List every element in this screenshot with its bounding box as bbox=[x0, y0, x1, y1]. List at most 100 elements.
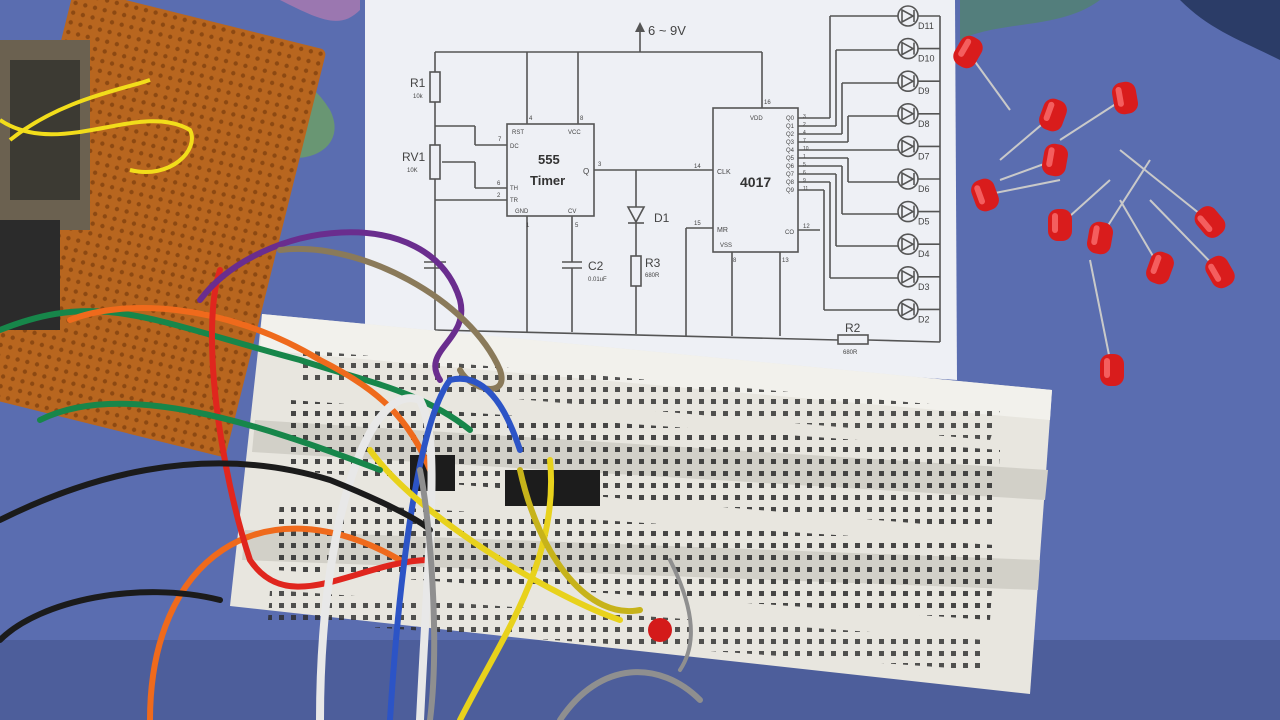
pin-rst: RST bbox=[512, 130, 524, 136]
jumper-wires bbox=[0, 229, 703, 720]
red-led bbox=[1086, 221, 1114, 255]
counter-output-q0: Q0 bbox=[786, 116, 795, 122]
pin-gnd: GND bbox=[515, 209, 529, 215]
led-symbol-arrow bbox=[901, 139, 915, 154]
red-led bbox=[1205, 255, 1235, 289]
led-leg bbox=[1149, 199, 1221, 273]
counter-output-pin: 1 bbox=[803, 154, 806, 160]
led-symbol-arrow bbox=[901, 8, 915, 24]
pin-num-vdd: 16 bbox=[764, 100, 771, 106]
rv1-value: 10K bbox=[407, 168, 418, 174]
pin-num-vcc: 8 bbox=[580, 116, 584, 122]
counter-output-pin: 5 bbox=[803, 162, 806, 168]
pin-th: TH bbox=[510, 186, 518, 192]
r3-value: 680R bbox=[645, 273, 660, 279]
counter-output-q1: Q1 bbox=[786, 124, 795, 130]
pin-num-co: 13 bbox=[782, 258, 789, 264]
counter-title: 4017 bbox=[740, 174, 771, 190]
led-label-d9: D9 bbox=[918, 86, 930, 96]
led-label-d8: D8 bbox=[918, 119, 930, 129]
led-symbol-arrow bbox=[901, 73, 915, 89]
supply-label: 6 ~ 9V bbox=[648, 23, 686, 38]
counter-output-pin: 7 bbox=[803, 138, 806, 144]
pin-num-gnd: 1 bbox=[526, 223, 530, 229]
counter-output-pin: 10 bbox=[803, 146, 809, 152]
counter-output-q7: Q7 bbox=[786, 172, 795, 178]
pin-vss: VSS bbox=[720, 243, 732, 249]
counter-output-pin: 6 bbox=[803, 170, 806, 176]
counter-output-pin: 11 bbox=[803, 186, 808, 192]
red-led bbox=[971, 178, 999, 212]
led-label-d3: D3 bbox=[918, 282, 930, 292]
r1-label: R1 bbox=[410, 76, 426, 90]
timer-title-555: 555 bbox=[538, 152, 560, 167]
led-symbol-arrow bbox=[901, 106, 915, 122]
pin-num-cv: 5 bbox=[575, 223, 579, 229]
schematic-sheet: 6 ~ 9V R1 10k RV1 10K 555 Timer RST VCC … bbox=[365, 0, 957, 380]
counter-output-pin: 4 bbox=[803, 130, 806, 136]
r2-label: R2 bbox=[845, 321, 861, 335]
timer-title-timer: Timer bbox=[530, 173, 565, 188]
c2-value: 0.01uF bbox=[588, 277, 607, 283]
led-label-d5: D5 bbox=[918, 217, 930, 227]
led-symbol-arrow bbox=[901, 171, 915, 187]
led-symbol-arrow bbox=[901, 236, 915, 252]
led-symbol-arrow bbox=[901, 41, 915, 56]
breadboard-led bbox=[648, 618, 672, 642]
counter-output-q3: Q3 bbox=[786, 140, 795, 146]
counter-output-q9: Q9 bbox=[786, 188, 795, 194]
led-label-d2: D2 bbox=[918, 314, 930, 324]
pin-co: CO bbox=[785, 230, 794, 236]
red-led bbox=[1111, 81, 1139, 115]
r2-value: 680R bbox=[843, 350, 858, 356]
led-label-d11: D11 bbox=[918, 21, 934, 31]
counter-output-pin: 2 bbox=[803, 122, 806, 128]
pin-tr: TR bbox=[510, 198, 519, 204]
led-label-d7: D7 bbox=[918, 151, 930, 161]
led-leg bbox=[1089, 259, 1113, 371]
red-led bbox=[1039, 98, 1067, 132]
pin-num-rst: 4 bbox=[529, 116, 533, 122]
counter-output-q4: Q4 bbox=[786, 148, 795, 154]
led-leg bbox=[1119, 149, 1211, 223]
led-symbol-arrow bbox=[901, 302, 915, 317]
table-shadow bbox=[0, 640, 1280, 720]
red-led bbox=[1146, 251, 1174, 285]
counter-output-q8: Q8 bbox=[786, 180, 795, 186]
r1-value: 10k bbox=[413, 94, 424, 100]
pin-vdd: VDD bbox=[750, 116, 763, 122]
counter-output-pin: 9 bbox=[803, 178, 806, 184]
led-label-d10: D10 bbox=[918, 54, 935, 64]
pin-clk: CLK bbox=[717, 169, 731, 176]
pin-num-co-out: 12 bbox=[803, 224, 810, 230]
pin-num-th: 6 bbox=[497, 181, 501, 187]
counter-output-q5: Q5 bbox=[786, 156, 795, 162]
r3-label: R3 bbox=[645, 256, 661, 270]
pin-vcc: VCC bbox=[568, 130, 581, 136]
pin-num-clk: 14 bbox=[694, 164, 701, 170]
pin-num-vss: 8 bbox=[733, 258, 737, 264]
counter-output-q6: Q6 bbox=[786, 164, 795, 170]
pin-mr: MR bbox=[717, 227, 728, 234]
red-led bbox=[1100, 354, 1124, 386]
tablecloth-pattern bbox=[280, 0, 360, 21]
rv1-label: RV1 bbox=[402, 150, 425, 164]
led-label-d4: D4 bbox=[918, 249, 930, 259]
c2-label: C2 bbox=[588, 259, 604, 273]
pin-num-q: 3 bbox=[598, 162, 602, 168]
red-led bbox=[1048, 209, 1072, 241]
pin-cv: CV bbox=[568, 209, 576, 215]
pin-num-mr: 15 bbox=[694, 221, 701, 227]
led-label-d6: D6 bbox=[918, 184, 930, 194]
pin-dc: DC bbox=[510, 144, 519, 150]
pin-num-tr: 2 bbox=[497, 193, 501, 199]
loose-leds bbox=[953, 35, 1235, 386]
led-symbol-arrow bbox=[901, 204, 915, 219]
red-led bbox=[1041, 143, 1069, 177]
tablecloth-pattern bbox=[960, 0, 1100, 40]
led-symbol-arrow bbox=[901, 269, 915, 285]
red-led bbox=[953, 35, 983, 69]
led-leg bbox=[984, 179, 1061, 196]
red-led bbox=[1194, 206, 1226, 238]
